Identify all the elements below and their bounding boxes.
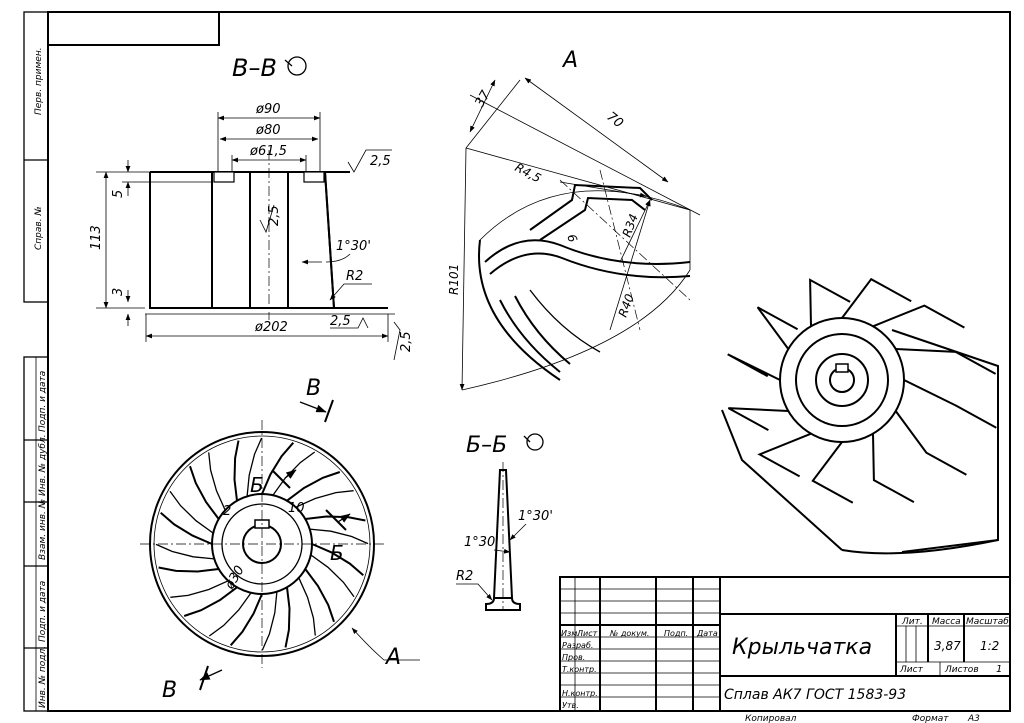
cut-label-b-1: Б [250,473,264,497]
section-vv-title: В–В [232,54,277,82]
dim-d90: ø90 [255,102,281,117]
dim-d61: ø61,5 [249,144,287,159]
role-ncontrol: Н.контр. [562,689,598,698]
header-list: Лист [576,629,598,638]
header-izm: Изм. [561,629,580,638]
dim-d2: 2 [223,504,231,519]
roughness-corner: 2,5 [393,321,414,361]
side-label: Инв. № дубл. [38,434,48,496]
dim-angle: 1°30' [336,239,371,254]
dim-r2: R2 [346,269,363,284]
dim-angle-b1: 1°30' [464,535,499,550]
dim-d10: 10 [288,501,305,516]
side-label: Подп. и дата [38,581,48,642]
header-doc: № докум. [609,629,649,638]
roughness-bottom: 2,5 [330,314,351,329]
side-labels: Перв. примен. Справ. № Подп. и дата Инв.… [34,47,48,708]
dim-r101: R101 [447,264,461,295]
dim-d70: 70 [604,109,626,131]
section-vv: В–В ø90 ø80 ø61,5 113 5 3 [89,54,395,342]
dim-angle-b2: 1°30' [518,509,553,524]
roughness-bore: 2,5 [267,205,282,226]
format-label: Формат [912,714,949,723]
side-label: Перв. примен. [34,47,44,115]
sheet-label: Лист [899,665,924,675]
role-dev: Разраб. [562,641,593,650]
role-check: Пров. [562,653,585,662]
mass-label: Масса [932,617,961,627]
dim-d6: 6 [564,232,580,244]
dim-r45: R4,5 [513,160,544,185]
sheets-label: Листов [944,665,979,675]
dim-h113: 113 [89,225,104,250]
scale-value: 1:2 [980,639,999,653]
dim-h3: 3 [111,288,126,296]
header-date: Дата [696,629,718,638]
material: Сплав АК7 ГОСТ 1583-93 [724,687,906,703]
role-approve: Утв. [562,701,579,710]
dim-r2-b: R2 [456,569,473,584]
footer: Копировал Формат А3 [745,714,980,723]
title-block: Изм. Лист № докум. Подп. Дата Разраб. Пр… [559,576,1011,712]
dim-h5: 5 [111,190,126,198]
scale-label: Масштаб [966,617,1009,627]
sheet-frame [23,11,1011,712]
mass-value: 3,87 [934,639,961,653]
side-label: Подп. и дата [38,371,48,432]
cut-label-v-bottom: В [162,678,177,703]
view-a: А R101 37 70 R4,5 R34 R40 6 [447,48,701,391]
roughness-top: 2,5 [370,154,391,169]
isometric-view [721,277,999,555]
view-a-title: А [561,48,578,73]
side-label: Взам. инв. № [38,499,48,560]
lit-label: Лит. [901,617,923,627]
copied-label: Копировал [745,714,797,723]
section-bb-title: Б–Б [466,433,507,458]
sheets-value: 1 [996,664,1002,675]
view-a-leader-label: А [384,645,401,670]
side-label: Инв. № подл. [38,646,48,708]
part-name: Крыльчатка [732,635,872,660]
cut-label-v-top: В [306,376,321,401]
format-value: А3 [967,714,980,723]
dim-d30: ø30 [222,563,248,593]
front-view: В В Б Б 10 ø30 2 А [140,376,420,703]
section-bb: Б–Б 1°30' 1°30' R2 [456,433,553,611]
dim-d202: ø202 [254,320,288,335]
roughness-corner-value: 2,5 [399,331,414,352]
cut-label-b-2: Б [330,541,344,565]
dim-d37: 37 [472,88,494,110]
dim-d80: ø80 [255,123,281,138]
header-sign: Подп. [664,629,688,638]
side-label: Справ. № [34,206,44,250]
role-tcontrol: Т.контр. [562,665,597,674]
